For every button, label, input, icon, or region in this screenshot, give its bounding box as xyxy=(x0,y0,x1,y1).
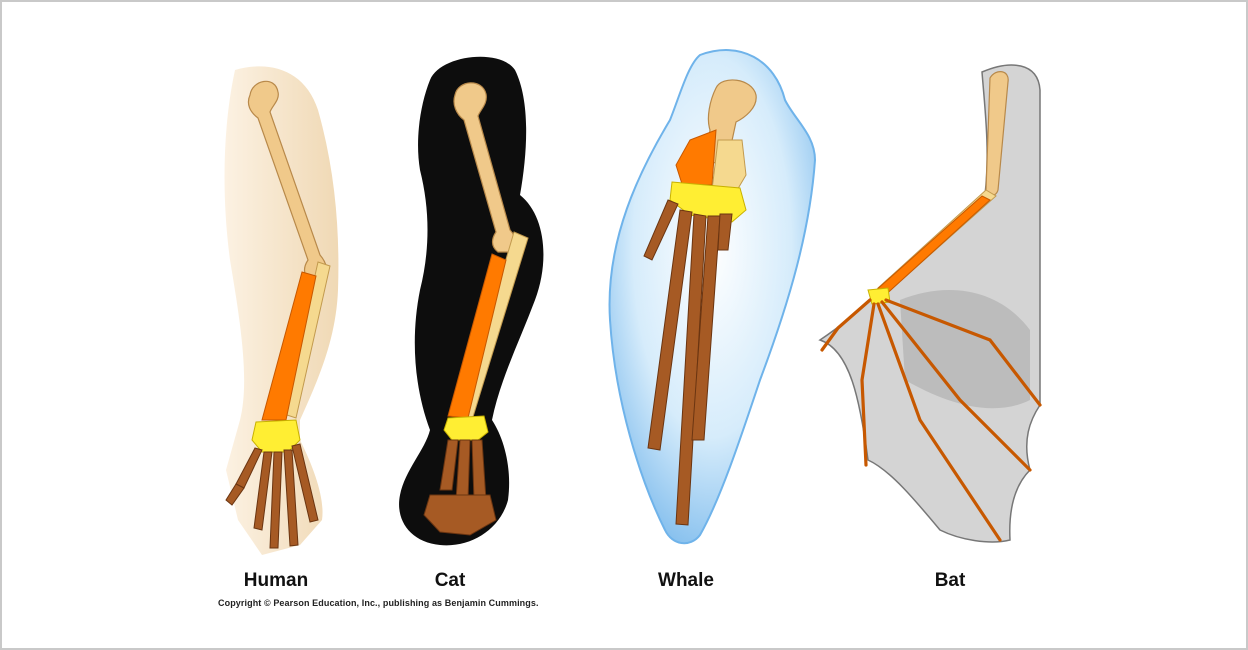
label-cat: Cat xyxy=(434,570,466,591)
human-skin-outline xyxy=(224,66,339,556)
bat-digits xyxy=(820,298,1042,542)
cat-digits xyxy=(423,439,497,536)
copyright-notice: Copyright © Pearson Education, Inc., pub… xyxy=(218,598,539,608)
cat-fur xyxy=(399,56,544,546)
cat-carpals xyxy=(443,415,489,441)
bat-wing xyxy=(818,64,1042,543)
whale-radius xyxy=(711,139,747,193)
label-bat: Bat xyxy=(934,570,966,591)
label-human: Human xyxy=(243,570,309,591)
whale-flipper xyxy=(608,49,817,545)
human-arm xyxy=(224,66,339,556)
cat-leg xyxy=(399,56,544,546)
whale-digits xyxy=(643,199,733,526)
human-digits xyxy=(225,443,319,549)
label-whale: Whale xyxy=(658,570,714,591)
